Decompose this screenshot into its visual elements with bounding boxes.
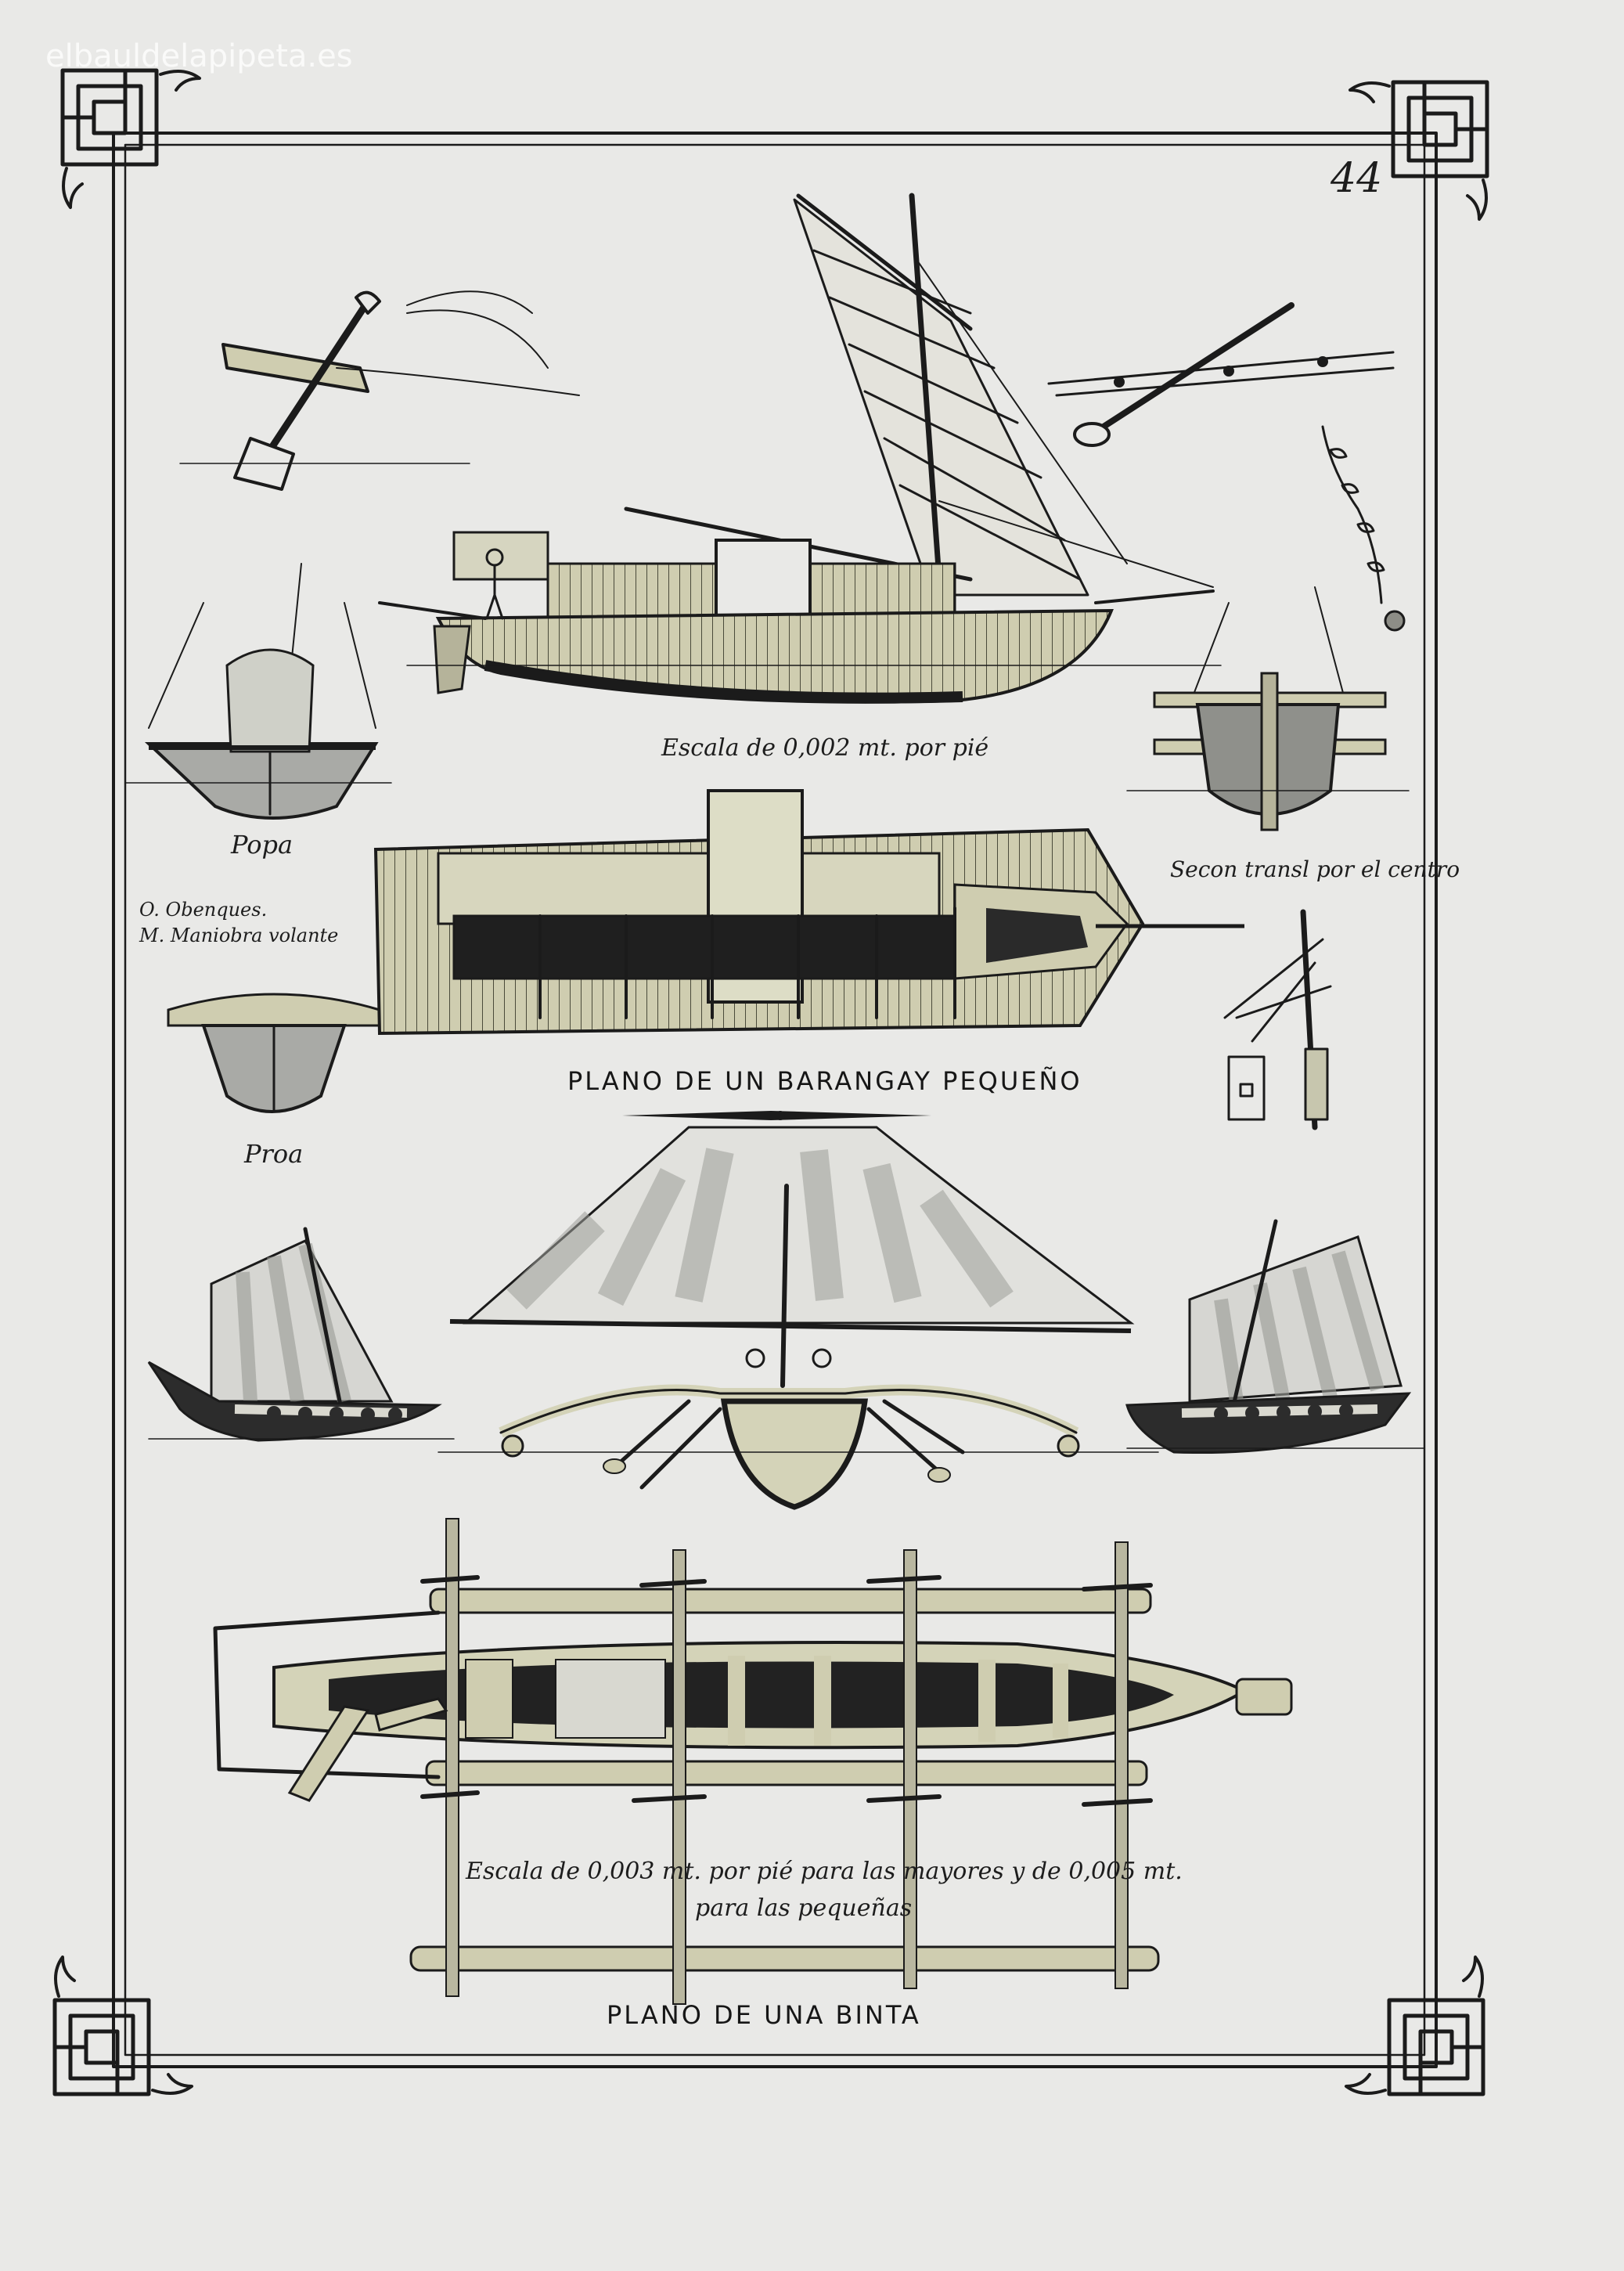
binta-plan-title: PLANO DE UNA BINTA: [607, 2000, 921, 2030]
legend-shrouds: O. Obenques.: [139, 899, 267, 921]
bow-view: [167, 993, 381, 1113]
binta-side-view-left: [147, 1227, 455, 1442]
barangay-scale-note: Escala de 0,002 mt. por pié: [661, 734, 988, 762]
stern-view: [124, 563, 392, 820]
corner-ornament-top-left: [60, 68, 201, 209]
barangay-side-view: [378, 193, 1222, 704]
mast-detail-sketch: [1223, 909, 1332, 1130]
cross-section-view: [1126, 586, 1410, 831]
legend-running-rigging: M. Maniobra volante: [139, 925, 338, 946]
binta-scale-note-line1: Escala de 0,003 mt. por pié para las may…: [465, 1858, 1183, 1885]
watermark-text: elbauldelapipeta.es: [45, 38, 353, 74]
corner-ornament-top-right: [1349, 80, 1489, 221]
barangay-plan-frames: [538, 907, 956, 1019]
barangay-plan-view: [373, 789, 1244, 1036]
stern-label: Popa: [230, 830, 293, 860]
oar-sketch: [1047, 302, 1395, 447]
binta-scale-note-line2: para las pequeñas: [695, 1894, 912, 1922]
rope-tackle-sketch: [1321, 425, 1406, 632]
page-number: 44: [1330, 155, 1382, 202]
binta-front-view: [438, 1126, 1159, 1510]
corner-ornament-bottom-right: [1345, 1956, 1485, 2096]
binta-plan-view: [213, 1518, 1293, 2005]
corner-ornament-bottom-left: [52, 1956, 193, 2096]
barangay-plan-title: PLANO DE UN BARANGAY PEQUEÑO: [567, 1066, 1082, 1096]
bow-label: Proa: [243, 1139, 303, 1169]
page-frame: [112, 132, 1438, 2068]
binta-side-view-right: [1125, 1219, 1425, 1455]
title-flourish: [622, 1111, 931, 1120]
rudder-sketch: [179, 290, 580, 491]
section-label: Secon transl por el centro: [1170, 856, 1460, 882]
